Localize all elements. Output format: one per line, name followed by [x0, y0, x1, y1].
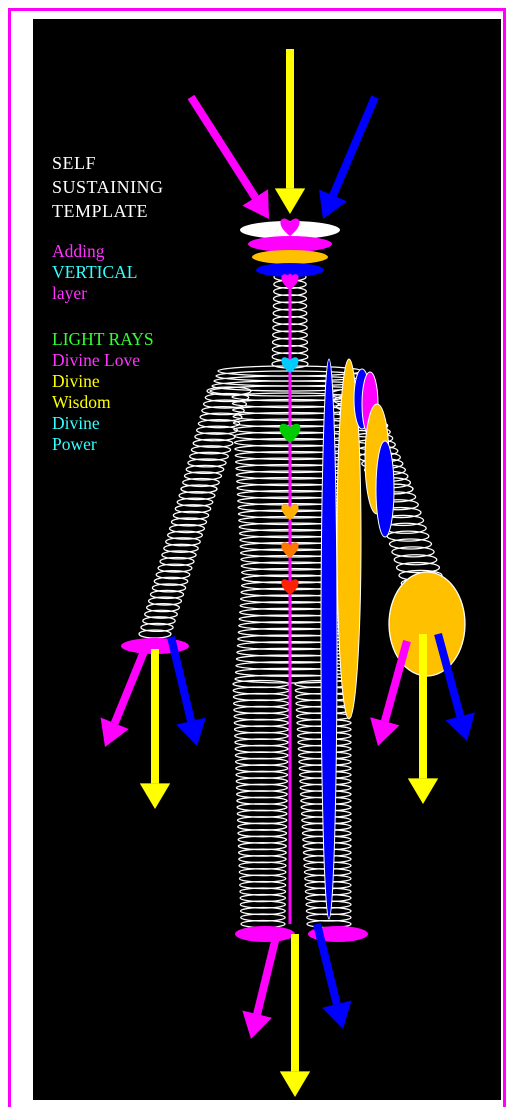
title-line: SUSTAINING: [52, 175, 164, 199]
layer-note-line: layer: [52, 283, 137, 304]
arrow-shaft: [191, 97, 255, 197]
arrow-icon: [171, 637, 206, 746]
layer-note-line: VERTICAL: [52, 262, 137, 283]
crown-disk: [252, 250, 328, 264]
crown-disk: [248, 236, 332, 252]
legend-item-power: Divine: [52, 413, 154, 434]
legend-item-wisdom: Divine: [52, 371, 154, 392]
arrow-icon: [242, 937, 276, 1039]
legend-item-love: Divine Love: [52, 350, 154, 371]
arrow-shaft: [333, 97, 375, 195]
legend-item-power: Power: [52, 434, 154, 455]
arrow-icon: [370, 641, 407, 746]
arrow-shaft: [257, 937, 276, 1014]
arrow-head: [280, 1071, 310, 1097]
title-line: SELF: [52, 151, 164, 175]
arm-segment: [376, 441, 394, 537]
title-line: TEMPLATE: [52, 199, 164, 223]
arrow-head: [322, 1000, 352, 1029]
legend-item-wisdom: Wisdom: [52, 392, 154, 413]
diagram-panel: SELF SUSTAINING TEMPLATE Adding VERTICAL…: [33, 19, 501, 1100]
light-rays-legend: LIGHT RAYS Divine Love Divine Wisdom Div…: [52, 329, 154, 455]
arrow-icon: [191, 97, 269, 219]
arrow-head: [242, 1011, 272, 1039]
foot-disk: [235, 926, 295, 942]
arrow-icon: [101, 649, 145, 747]
arrow-shaft: [115, 649, 145, 723]
arrow-head: [370, 717, 399, 746]
arrow-head: [176, 718, 206, 746]
legend-heading: LIGHT RAYS: [52, 329, 154, 350]
layer-note-line: Adding: [52, 241, 137, 262]
arrow-icon: [140, 649, 170, 809]
layer-note: Adding VERTICAL layer: [52, 241, 137, 304]
arrow-head: [446, 712, 475, 741]
arrow-head: [140, 783, 170, 809]
arrow-icon: [275, 49, 305, 214]
arrow-icon: [319, 97, 375, 219]
power-column: [321, 359, 337, 919]
diagram-title: SELF SUSTAINING TEMPLATE: [52, 151, 164, 223]
arrow-icon: [280, 934, 310, 1097]
arrow-head: [275, 188, 305, 214]
arrow-head: [408, 778, 438, 804]
